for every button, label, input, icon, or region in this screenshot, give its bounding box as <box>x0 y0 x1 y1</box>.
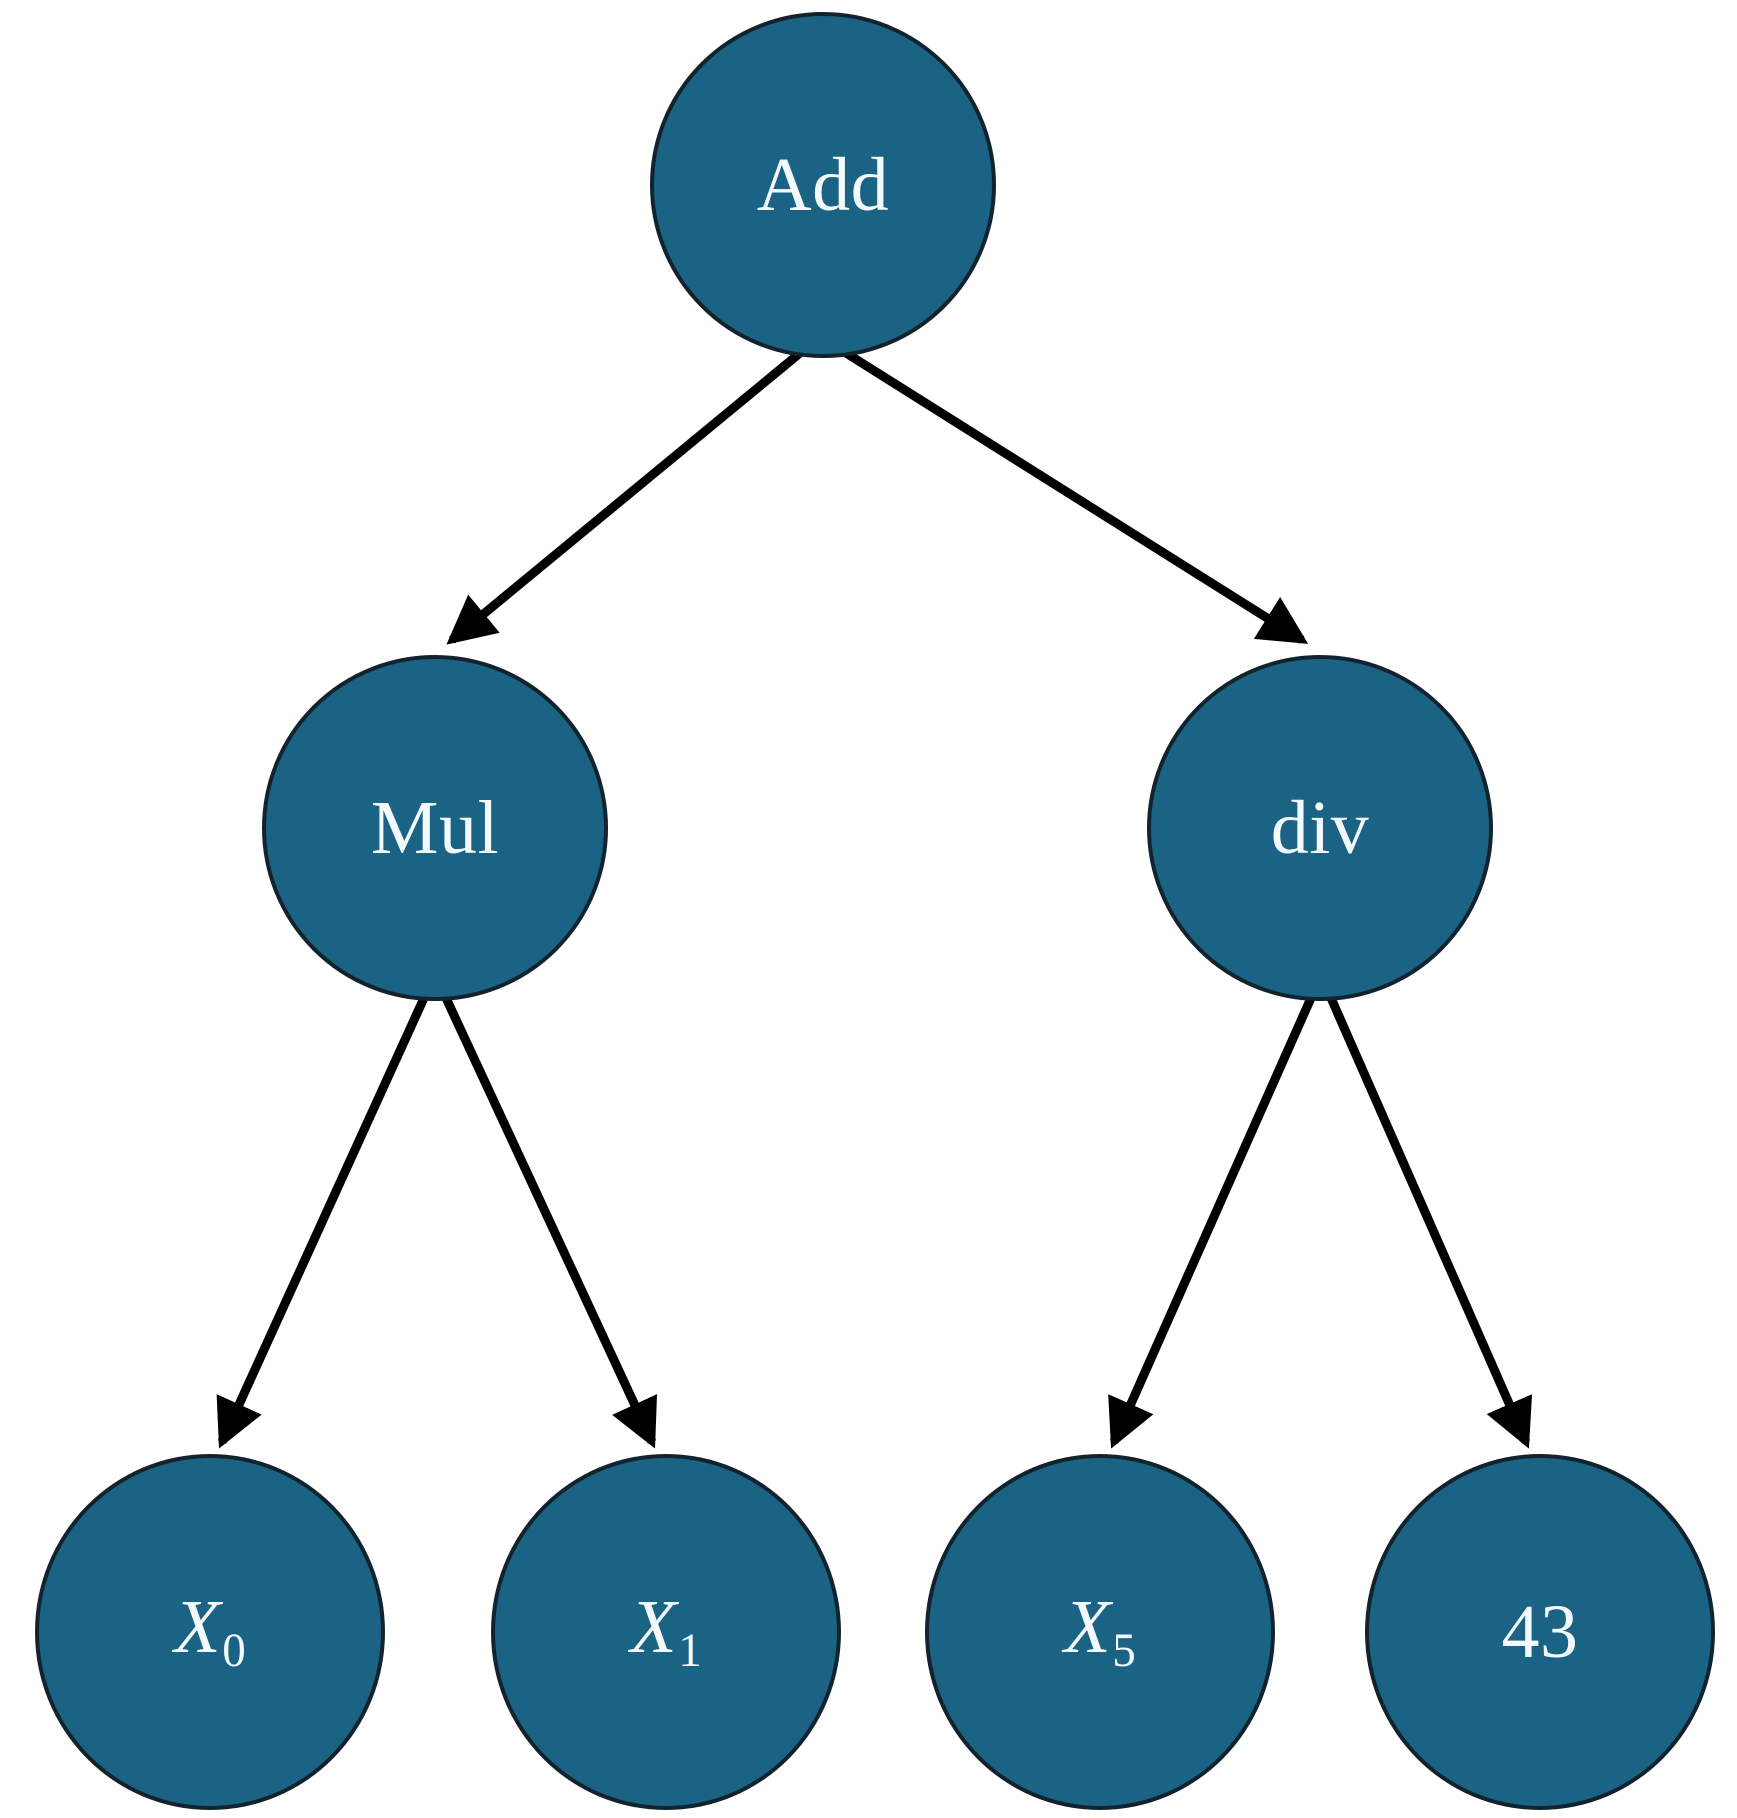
tree-node-label-text: Mul <box>370 786 500 870</box>
edge-add-to-div <box>843 349 1309 644</box>
tree-node-label-add: Add <box>757 147 889 223</box>
tree-node-label-subscript: 5 <box>1112 1624 1136 1677</box>
tree-node-label-c43: 43 <box>1502 1594 1579 1670</box>
tree-node-x5[interactable]: X5 <box>925 1454 1275 1810</box>
tree-node-label-text: div <box>1270 786 1370 870</box>
tree-node-label-subscript: 0 <box>222 1624 246 1677</box>
tree-node-label-text: Add <box>756 143 890 227</box>
tree-node-mul[interactable]: Mul <box>262 655 608 1001</box>
tree-node-div[interactable]: div <box>1147 655 1493 1001</box>
tree-node-x0[interactable]: X0 <box>35 1454 385 1810</box>
tree-node-label-text: X <box>174 1585 222 1670</box>
tree-node-label-subscript: 1 <box>678 1624 702 1677</box>
edge-mul-to-x1 <box>441 996 658 1449</box>
tree-node-x1[interactable]: X1 <box>491 1454 841 1810</box>
tree-node-label-div: div <box>1271 790 1370 866</box>
tree-node-label-x0: X0 <box>174 1589 246 1674</box>
tree-node-label-text: X <box>630 1585 678 1670</box>
tree-node-label-text: X <box>1064 1585 1112 1670</box>
tree-node-label-text: 43 <box>1501 1590 1579 1674</box>
tree-node-label-x5: X5 <box>1064 1589 1136 1674</box>
edge-div-to-c43 <box>1326 996 1533 1449</box>
edge-div-to-x5 <box>1108 996 1316 1449</box>
edge-add-to-mul <box>446 349 803 645</box>
tree-node-label-mul: Mul <box>371 790 499 866</box>
tree-node-add[interactable]: Add <box>650 12 996 358</box>
tree-node-c43[interactable]: 43 <box>1365 1454 1715 1810</box>
edge-mul-to-x0 <box>216 996 429 1449</box>
tree-node-label-x1: X1 <box>630 1589 702 1674</box>
